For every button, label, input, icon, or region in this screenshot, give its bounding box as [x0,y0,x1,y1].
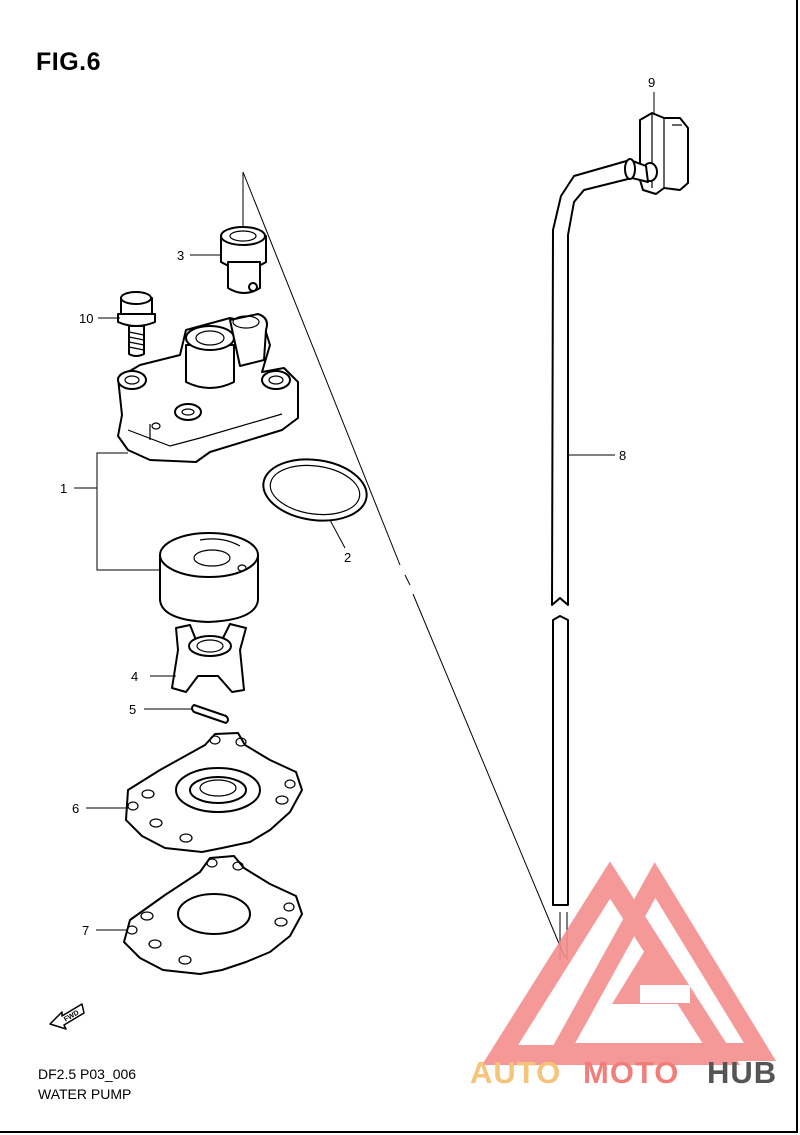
bushing-part-3[interactable] [220,226,267,294]
o-ring-part-2[interactable] [259,453,370,549]
callout-5: 5 [129,702,136,717]
leader-lines [86,92,655,931]
watermark-word-hub: HUB [707,1055,777,1090]
callout-7: 7 [82,923,89,938]
pump-liner[interactable] [159,532,259,623]
pump-case-part-1[interactable] [117,313,299,463]
callout-1: 1 [60,481,67,496]
callout-4: 4 [131,669,138,684]
callout-8: 8 [619,448,626,463]
impeller-part-4[interactable] [171,623,247,693]
plate-part-6[interactable] [125,732,303,853]
callout-10: 10 [79,311,93,326]
callout-2: 2 [344,550,351,565]
pin-part-5[interactable] [191,704,229,724]
figure-name: WATER PUMP [38,1086,132,1102]
water-tube-part-8[interactable] [551,158,649,960]
figure-title: FIG.6 [36,48,102,76]
part-1-bracket [74,452,160,571]
bolt-part-10[interactable] [117,291,156,357]
callout-6: 6 [72,801,79,816]
callout-9: 9 [648,75,655,90]
automotohub-logo [481,861,777,1065]
gasket-part-7[interactable] [123,855,303,975]
figure-code: DF2.5 P03_006 [38,1066,137,1082]
watermark-word-moto: MOTO [583,1055,679,1090]
callout-3: 3 [177,248,184,263]
watermark-word-auto: AUTO [470,1055,561,1090]
callout-labels: 1 2 3 4 5 6 7 8 9 10 [60,75,655,938]
